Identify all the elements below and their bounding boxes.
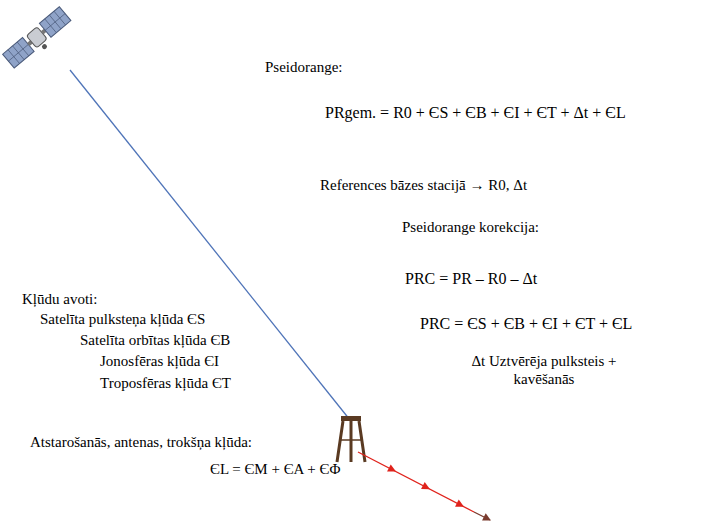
- signal-line: [70, 70, 350, 420]
- panel-grid: [39, 7, 70, 38]
- note: Δt Uztvērēja pulksteis + kavēšanās: [455, 352, 633, 388]
- heading: Kļūdu avoti:: [22, 290, 97, 308]
- formula: PRC = PR – R0 – Δt: [405, 270, 537, 288]
- satellite-icon: [3, 7, 75, 73]
- error-source: Satelīta orbītas kļūda ЄB: [80, 331, 230, 349]
- antenna: [41, 43, 48, 50]
- heading: Pseidorange korekcija:: [402, 218, 539, 236]
- tripod-icon: [337, 416, 365, 462]
- correction-line: [358, 452, 474, 512]
- arrow-head: [387, 464, 398, 475]
- error-source: Satelīta pulksteņa kļūda ЄS: [40, 310, 205, 328]
- tripod-head: [341, 416, 361, 421]
- formula: PRgem. = R0 + ЄS + ЄB + ЄI + ЄT + Δt + Є…: [325, 104, 626, 122]
- panel-grid: [3, 38, 34, 69]
- note: References bāzes stacijā → R0, Δt: [320, 176, 527, 194]
- formula: PRC = ЄS + ЄB + ЄI + ЄT + ЄL: [420, 315, 632, 333]
- solar-panel: [39, 7, 70, 38]
- arrow-head: [455, 500, 466, 511]
- error-source: Troposfēras kļūda ЄT: [100, 374, 231, 392]
- arrow-head: [421, 482, 432, 493]
- formula: ЄL = ЄM + ЄA + ЄΦ: [210, 460, 340, 478]
- tripod-brace: [340, 439, 362, 441]
- solar-panel: [3, 38, 34, 69]
- heading: Pseidorange:: [265, 58, 342, 76]
- tripod-legs: [337, 421, 365, 462]
- error-source: Jonosfēras kļūda ЄI: [100, 352, 219, 370]
- heading: Atstarošanās, antenas, trokšņa kļūda:: [30, 433, 252, 451]
- arrow-head: [482, 513, 493, 524]
